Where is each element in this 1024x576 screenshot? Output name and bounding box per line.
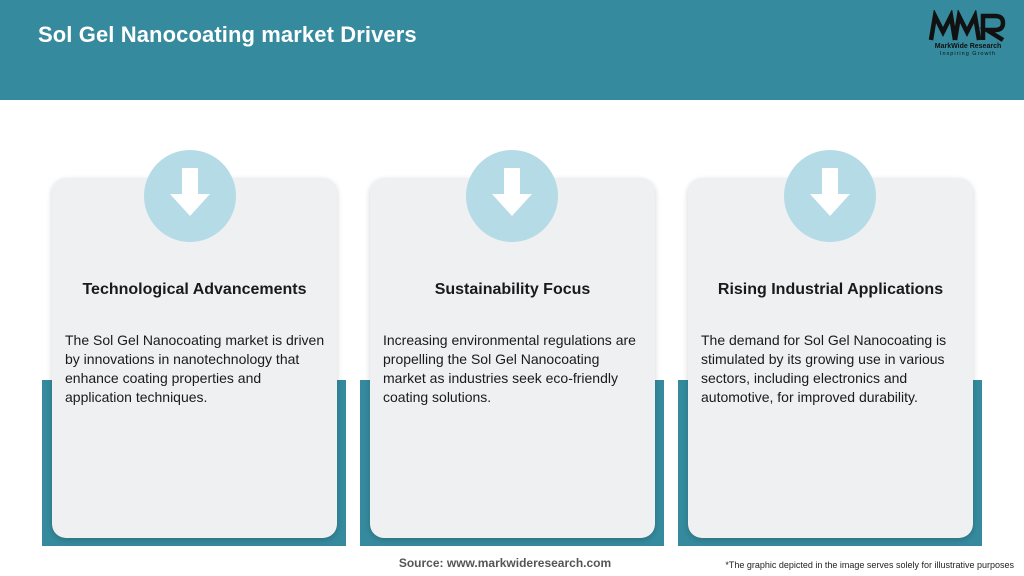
down-arrow-icon [466,150,558,242]
logo-company-name: MarkWide Research [934,43,1002,50]
source-link[interactable]: Source: www.markwideresearch.com [398,556,612,570]
card-description: The Sol Gel Nanocoating market is driven… [65,332,325,405]
page-title: Sol Gel Nanocoating market Drivers [38,22,417,47]
down-arrow-icon [784,150,876,242]
header-banner: Sol Gel Nanocoating market Drivers MarkW… [0,0,1024,100]
card-description: The demand for Sol Gel Nanocoating is st… [701,332,947,405]
disclaimer-note: *The graphic depicted in the image serve… [725,560,1014,570]
markwide-logo[interactable]: MarkWide Research Inspiring Growth [925,10,1011,58]
card-description: Increasing environmental regulations are… [383,332,636,405]
driver-card-industrial: Rising Industrial Applications The deman… [678,150,982,548]
down-arrow-icon [144,150,236,242]
driver-card-technological: Technological Advancements The Sol Gel N… [42,150,346,548]
card-title: Rising Industrial Applications [717,281,944,298]
logo-tagline: Inspiring Growth [939,51,997,57]
logo-mark-icon [928,10,1006,42]
card-title: Sustainability Focus [434,281,591,298]
driver-card-sustainability: Sustainability Focus Increasing environm… [360,150,664,548]
card-panel: Sustainability Focus Increasing environm… [370,178,655,538]
card-title: Technological Advancements [82,281,307,298]
